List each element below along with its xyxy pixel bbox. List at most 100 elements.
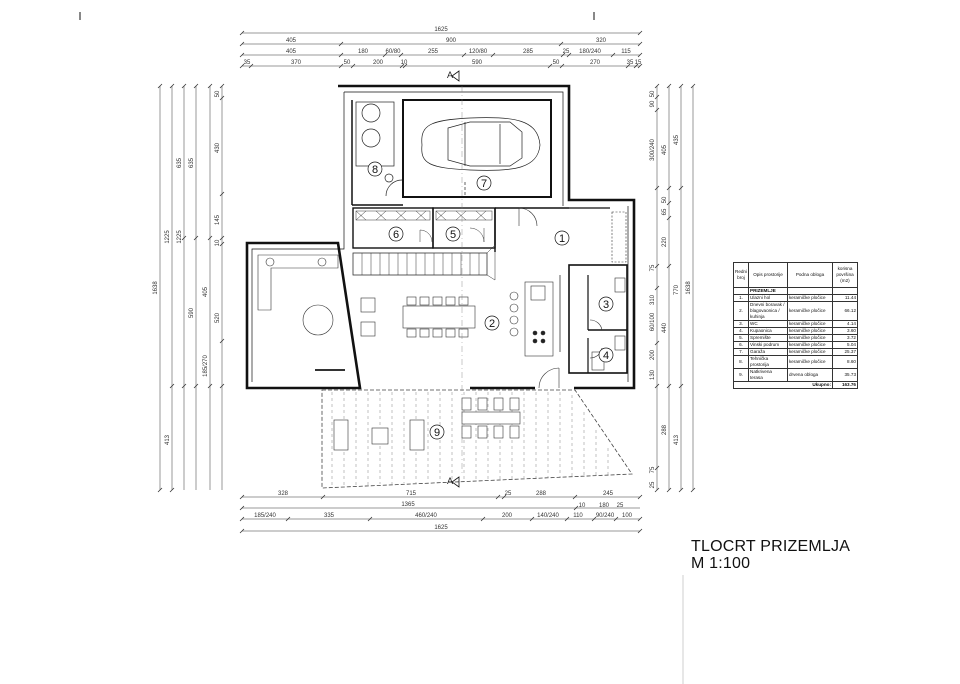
row-room: Ulazni hol (748, 294, 788, 302)
dim-bot-3g: 90/240 (596, 513, 615, 519)
dim-left-4a: 635 (189, 157, 195, 168)
svg-text:7: 7 (481, 178, 487, 190)
dim-right-4h: 130 (650, 369, 656, 380)
section-marker: A A (447, 70, 463, 488)
row-area: 3.72 (832, 334, 858, 342)
technical-equipment (355, 101, 403, 197)
dim-right-4b: 90 (650, 100, 656, 107)
dim-right-4c: 300/240 (650, 139, 656, 161)
dim-left-5a: 50 (215, 90, 221, 97)
dim-left-2b: 413 (165, 434, 171, 445)
right-dimensions (654, 83, 696, 493)
header-number: Redni broj (732, 262, 750, 288)
dim-right-3f: 288 (662, 424, 668, 435)
dim-top-2a: 405 (286, 38, 297, 44)
dim-left-5e: 405 (203, 286, 209, 297)
dim-bot-total-inner: 1365 (401, 502, 415, 508)
drawing-title-block: TLOCRT PRIZEMLJA M 1:100 (691, 538, 850, 572)
dim-top-3d: 255 (428, 49, 439, 55)
table-header-row: Redni broj Opis prostorije Podna obloga … (732, 262, 858, 288)
dim-top-4i: 35 (627, 60, 634, 66)
row-number: 5. (732, 334, 750, 342)
row-number: 8. (732, 355, 750, 369)
table-total-row: Ukupno: 163.76 (733, 381, 858, 389)
row-area: 35.73 (832, 368, 858, 382)
dim-top-4h: 270 (590, 60, 601, 66)
row-floor: keramičke pločice (787, 334, 833, 342)
bathroom-fixtures (589, 211, 627, 371)
row-area: 5.04 (832, 341, 858, 349)
dim-top-3i: 115 (621, 49, 631, 55)
row-floor: keramičke pločice (787, 301, 833, 321)
bottom-dimensions (239, 494, 643, 534)
dim-top-4g: 50 (553, 60, 560, 66)
row-room: Natkrivena terasa (748, 368, 788, 382)
svg-text:2: 2 (489, 318, 495, 330)
dim-bot-3d: 200 (502, 513, 513, 519)
row-room: Vinski podrum (748, 341, 788, 349)
dim-top-3c: 60/80 (385, 49, 401, 55)
row-area: 3.60 (832, 327, 858, 335)
row-room: Tehnička prostorija (748, 355, 788, 369)
row-number: 9. (732, 368, 750, 382)
dim-right-3b: 50 (662, 196, 668, 203)
dim-right-4e: 310 (650, 294, 656, 305)
svg-text:6: 6 (393, 229, 399, 241)
row-floor: keramičke pločice (787, 320, 833, 328)
dim-top-3e: 120/80 (469, 49, 488, 55)
dim-right-total: 1638 (686, 281, 692, 295)
row-room: Dnevni boravak / blagovaonica / kuhinja (748, 301, 788, 321)
svg-text:4: 4 (603, 350, 609, 362)
row-floor: keramičke pločice (787, 294, 833, 302)
row-room: Garaža (748, 348, 788, 356)
dim-left-5c: 145 (215, 214, 221, 225)
car-icon (421, 117, 541, 197)
dim-right-4a: 50 (650, 90, 656, 97)
dim-right-2c: 413 (674, 434, 680, 445)
covered-terrace (321, 389, 633, 489)
dim-right-4g: 200 (650, 349, 656, 360)
room-schedule-table: Redni broj Opis prostorije Podna obloga … (732, 262, 858, 389)
row-number: 3. (732, 320, 750, 328)
svg-text:3: 3 (603, 299, 609, 311)
row-area: 8.60 (832, 355, 858, 369)
dim-top-4e: 10 (401, 60, 408, 66)
row-number: 4. (732, 327, 750, 335)
dim-left-5f: 520 (215, 312, 221, 323)
svg-text:8: 8 (372, 164, 378, 176)
header-area: korisna površina (m2) (832, 262, 858, 288)
dim-left-5d: 10 (215, 239, 221, 246)
row-floor: keramičke pločice (787, 327, 833, 335)
row-number: 6. (732, 341, 750, 349)
living-furniture (257, 207, 561, 389)
dim-top-4b: 370 (291, 60, 302, 66)
svg-text:A: A (447, 476, 453, 486)
row-number: 1. (732, 294, 750, 302)
row-area: 11.44 (832, 294, 858, 302)
row-area: 4.14 (832, 320, 858, 328)
total-label: Ukupno: (733, 381, 833, 389)
dim-top-4c: 50 (344, 60, 351, 66)
dim-right-3e: 440 (662, 322, 668, 333)
row-room: Kupaonica (748, 327, 788, 335)
section-label: PRIZEMLJE (748, 287, 788, 295)
row-number: 7. (732, 348, 750, 356)
dim-bot-3e: 140/240 (537, 513, 559, 519)
dim-right-2b: 770 (674, 284, 680, 295)
dim-bot-3h: 100 (622, 513, 633, 519)
row-floor: keramičke pločice (787, 341, 833, 349)
row-floor: keramičke pločice (787, 355, 833, 369)
drawing-scale: M 1:100 (691, 555, 751, 572)
dim-bot-total: 1625 (434, 525, 448, 531)
row-area: 25.37 (832, 348, 858, 356)
dim-bot-1e: 245 (603, 491, 614, 497)
dim-right-4j: 25 (650, 481, 656, 488)
dim-right-4f: 60/100 (650, 312, 656, 331)
dim-top-4j: 15 (635, 60, 642, 66)
svg-text:5: 5 (450, 229, 456, 241)
top-dimensions (239, 30, 643, 69)
